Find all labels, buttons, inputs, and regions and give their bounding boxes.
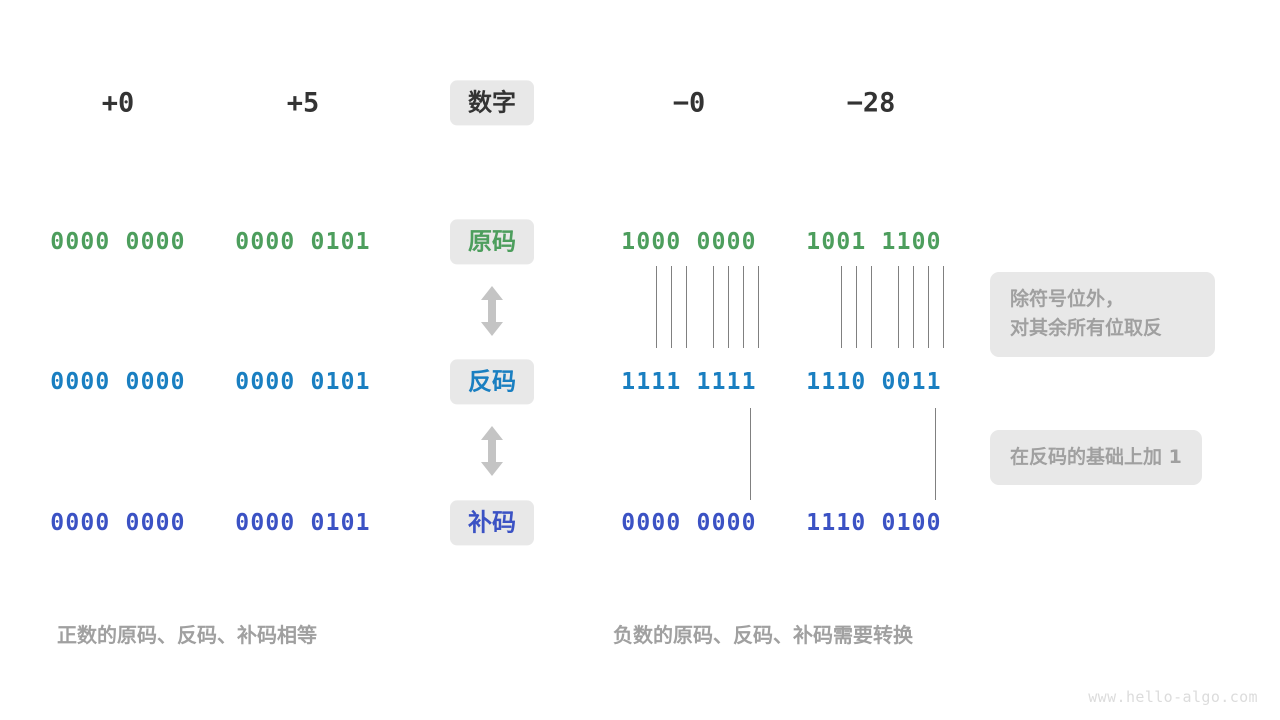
connector-tick [671,266,672,348]
double-arrow-icon [479,285,505,341]
row-ones-complement-value-minus-zero: 1111 1111 [621,369,757,395]
connector-tick [871,266,872,348]
caption-positive-numbers: 正数的原码、反码、补码相等 [57,623,317,647]
row-label-sign-magnitude-text: 原码 [450,219,534,265]
connector-tick [928,266,929,348]
connector-tick [656,266,657,348]
row-label-ones-complement: 反码 [450,359,534,405]
connector-tick [856,266,857,348]
connector-tick [743,266,744,348]
row-label-ones-complement-text: 反码 [450,359,534,405]
row-ones-complement-value-plus-five: 0000 0101 [235,369,371,395]
row-sign-magnitude-value-plus-zero: 0000 0000 [50,229,186,255]
connector-tick [943,266,944,348]
connector-tick [898,266,899,348]
row-sign-magnitude-value-plus-five: 0000 0101 [235,229,371,255]
header-number-plus-zero: +0 [101,87,135,119]
row-twos-complement-value-minus-zero: 0000 0000 [621,510,757,536]
connector-tick-carry [935,408,936,500]
double-arrow-icon [479,425,505,481]
annotation-invert-bits: 除符号位外， 对其余所有位取反 [990,272,1215,357]
header-number-minus-twenty-eight: −28 [846,87,896,119]
header-number-minus-zero: −0 [672,87,706,119]
row-sign-magnitude-value-minus-twenty-eight: 1001 1100 [806,229,942,255]
caption-negative-numbers: 负数的原码、反码、补码需要转换 [613,623,913,647]
header-label-badge-text: 数字 [450,80,534,126]
watermark: www.hello-algo.com [1088,688,1258,706]
annotation-add-one: 在反码的基础上加 1 [990,430,1202,486]
connector-tick [841,266,842,348]
header-number-plus-five: +5 [286,87,320,119]
row-twos-complement-value-plus-five: 0000 0101 [235,510,371,536]
connector-tick-carry [750,408,751,500]
connector-tick [686,266,687,348]
row-label-sign-magnitude: 原码 [450,219,534,265]
connector-tick [713,266,714,348]
connector-tick [758,266,759,348]
row-twos-complement-value-plus-zero: 0000 0000 [50,510,186,536]
row-ones-complement-value-plus-zero: 0000 0000 [50,369,186,395]
row-twos-complement-value-minus-twenty-eight: 1110 0100 [806,510,942,536]
connector-tick [913,266,914,348]
connector-tick [728,266,729,348]
row-label-twos-complement-text: 补码 [450,500,534,546]
row-ones-complement-value-minus-twenty-eight: 1110 0011 [806,369,942,395]
row-label-twos-complement: 补码 [450,500,534,546]
row-sign-magnitude-value-minus-zero: 1000 0000 [621,229,757,255]
header-label-badge: 数字 [450,80,534,126]
